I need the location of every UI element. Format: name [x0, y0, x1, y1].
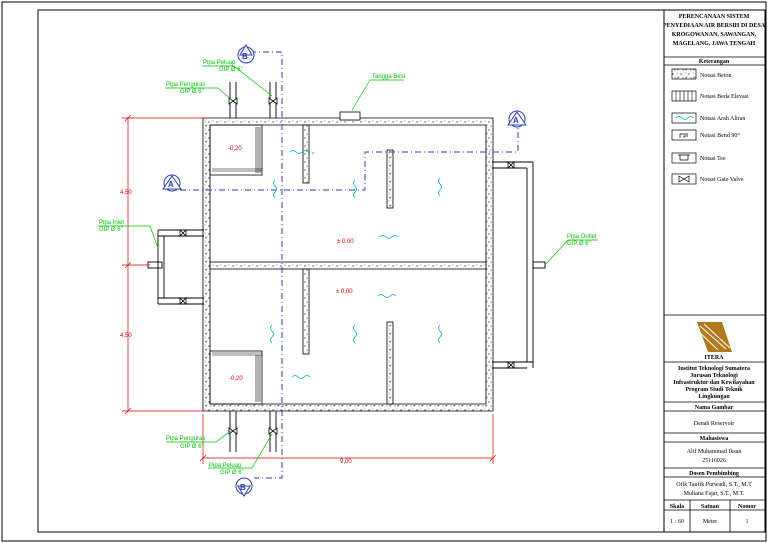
project-title-line-2: PENYEDIAAN AIR BERSIH DI DESA [663, 23, 766, 29]
baffle-wall-4 [386, 321, 394, 405]
label-overflow-bottom-spec: GIP Ø 6" [220, 470, 244, 476]
tee-icon [671, 152, 697, 164]
elevation-icon [671, 90, 697, 102]
legend-heading: Keterangan [699, 59, 730, 65]
legend-label-1: Notasi Beton [700, 73, 732, 79]
flow-arrow-icons [270, 149, 442, 379]
label-overflow-top-spec: GIP Ø 6" [219, 67, 243, 73]
institution-line-3: Infrastruktur dan Kewilayahan [673, 380, 755, 386]
label-inlet-spec: GIP Ø 6" [99, 227, 123, 233]
inner-border [37, 9, 766, 533]
table-value-scale: 1 : 60 [670, 519, 684, 525]
label-overflow-bottom: Pipa Peluap [209, 463, 242, 469]
section-lines [180, 51, 519, 479]
legend-label-4: Notasi Bend 90° [700, 132, 740, 139]
label-overflow-top: Pipa Peluap [203, 60, 236, 66]
baffle-wall-2 [302, 268, 310, 355]
label-inlet: Pipa Inlet [99, 220, 124, 226]
leader-lines [98, 65, 598, 469]
baffle-wall-3 [386, 149, 394, 209]
student-heading: Mahasiswa [700, 436, 729, 442]
dim-left-top: 4,50 [120, 190, 132, 196]
institution-line-1: Institut Teknologi Sumatera [678, 366, 750, 372]
dimension-lines [122, 114, 497, 464]
section-markers [162, 44, 527, 497]
table-header-unit: Satuan [701, 504, 720, 510]
baffle-wall-1 [302, 124, 310, 184]
manhole-box [339, 111, 361, 121]
supervisor-1: Ofik Taufik Purwadi, S.T., M.T [676, 481, 752, 488]
label-outlet-spec: GIP Ø 6" [567, 241, 591, 247]
label-drain-bottom-spec: GIP Ø 6" [180, 444, 204, 450]
elevation-hatch [212, 127, 262, 402]
label-drain-top: Pipa Penguras [166, 82, 205, 88]
label-manhole: Tangga Besi [372, 74, 405, 80]
logo-text: ITERA [704, 355, 724, 361]
dim-left-bottom: 4,50 [120, 333, 132, 339]
drawing-name: Denah Reservoir [694, 421, 735, 427]
supervisor-heading: Dosen Pembimbing [689, 471, 739, 477]
institution-line-4: Program Studi Teknik [685, 387, 743, 393]
gate-valves [179, 97, 515, 435]
legend-label-3: Notasi Arah Aliran [700, 116, 745, 122]
drawing-name-heading: Nama Gambar [695, 405, 734, 411]
section-b-top-label: B [242, 52, 248, 61]
label-outlet: Pipa Outlet [567, 234, 597, 240]
bend-icon [671, 129, 697, 141]
institution-line-5: Lingkungan [698, 394, 730, 400]
student-name: Alif Muhammad Iksan [687, 448, 742, 455]
label-drain-top-spec: GIP Ø 6" [180, 89, 204, 95]
section-a-left-label: A [168, 180, 174, 189]
elev-top-small: -0,20 [228, 146, 242, 152]
project-title-line-3: KROGOWANAN, SAWANGAN, [672, 32, 757, 38]
gate-valve-icon [671, 173, 697, 185]
reservoir-structure [202, 111, 494, 412]
section-a-right-label: A [513, 116, 519, 125]
elev-top-main: ± 0,00 [337, 239, 354, 245]
middle-wall-horizontal [209, 261, 487, 270]
sump-bottom [209, 350, 263, 405]
concrete-icon [671, 68, 697, 80]
legend-icons [671, 68, 697, 185]
legend-label-5: Notasi Tee [700, 156, 726, 162]
elev-bottom-small: -0,20 [229, 376, 243, 382]
sump-top [209, 124, 263, 176]
flow-arrow-icon [671, 112, 697, 124]
institution-line-2: Jurusan Teknologi [690, 373, 738, 379]
project-title-line-4: MAGELANG, JAWA TENGAH [673, 41, 756, 47]
student-id: 25116026 [702, 458, 726, 464]
table-value-unit: Meter [703, 519, 717, 525]
legend-label-6: Notasi Gate Valve [700, 177, 744, 183]
table-header-number: Nomor [738, 504, 756, 510]
legend-label-2: Notasi Beda Elevasi [700, 94, 749, 100]
elev-bottom-main: ± 0,00 [336, 289, 353, 295]
table-value-number: 1 [746, 519, 749, 525]
section-b-bottom-label: B [240, 483, 246, 492]
dim-bottom: 9,00 [340, 459, 352, 465]
outer-wall [202, 117, 494, 412]
itera-logo [696, 322, 732, 352]
project-title-line-1: PERENCANAAN SISTEM [679, 14, 750, 20]
label-drain-bottom: Pipa Penguras [166, 436, 205, 442]
table-header-scale: Skala [670, 504, 684, 510]
supervisor-2: Muliana Fajar, S.T., M.T. [684, 491, 745, 497]
